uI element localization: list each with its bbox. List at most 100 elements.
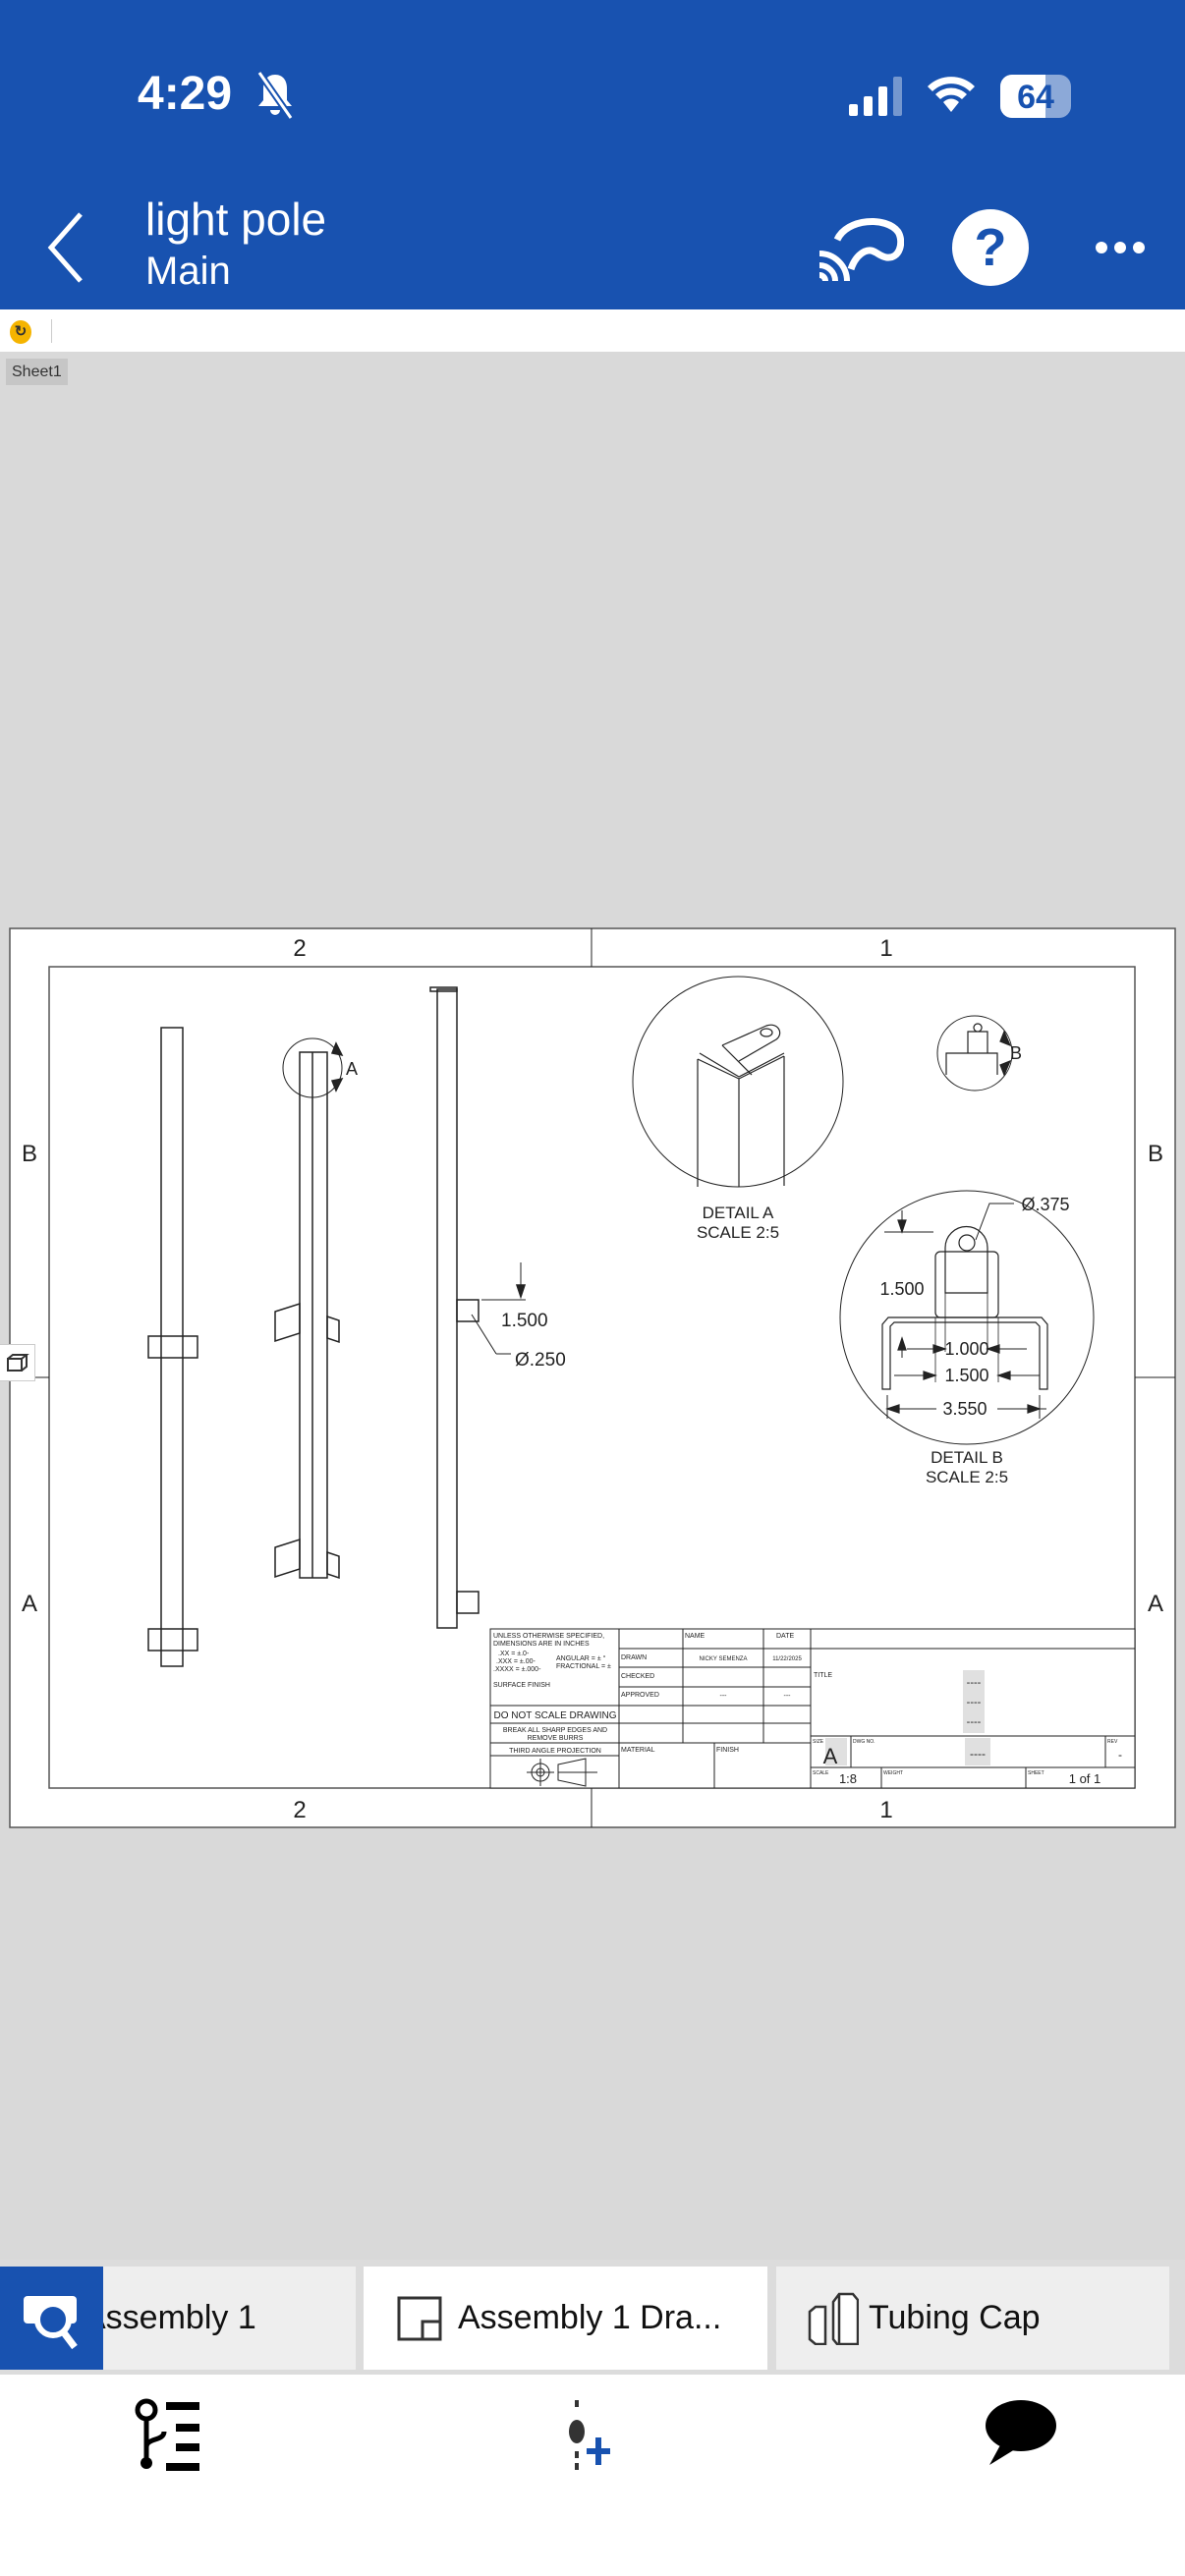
- drawing-sheet[interactable]: 2 1 2 1 B B A A A 1.500 Ø.250 DETAIL A S…: [0, 924, 1185, 1837]
- dimension-b-width3: 3.550: [942, 1399, 987, 1419]
- zone-label: 2: [293, 1797, 306, 1823]
- bottom-navigation: [0, 2375, 1185, 2576]
- document-title: light pole: [145, 194, 327, 245]
- more-options-icon[interactable]: [1095, 236, 1146, 259]
- tab-tubing-cap[interactable]: Tubing Cap: [776, 2267, 1169, 2370]
- detail-a-scale: SCALE 2:5: [697, 1223, 779, 1242]
- drawing-toolbar: ↻: [0, 309, 1185, 352]
- app-header: 4:29 64 light pole Main ?: [0, 0, 1185, 309]
- third-angle-projection-icon: [527, 1758, 597, 1787]
- pole-isometric-view: [274, 1037, 344, 1580]
- tab-label: Assembly 1: [103, 2299, 256, 2336]
- material-label: MATERIAL: [621, 1747, 655, 1754]
- title-line: ----: [967, 1697, 982, 1708]
- drawing-icon: [397, 2296, 442, 2340]
- tab-assembly-1[interactable]: Assembly 1: [103, 2267, 356, 2370]
- dimension-b-hole: Ø.375: [1021, 1195, 1069, 1214]
- tab-assembly-1-drawing[interactable]: Assembly 1 Dra...: [364, 2267, 767, 2370]
- finish-label: FINISH: [716, 1747, 739, 1754]
- title-label: TITLE: [814, 1672, 832, 1679]
- toolbar-divider: [51, 319, 52, 343]
- approved-date: ---: [784, 1693, 792, 1700]
- svg-text:?: ?: [975, 218, 1007, 277]
- search-icon: [24, 2296, 78, 2350]
- revision: -: [1118, 1748, 1122, 1762]
- dimension-b-height: 1.500: [879, 1279, 924, 1299]
- refresh-icon[interactable]: ↻: [10, 320, 31, 344]
- cellular-signal-icon: [849, 77, 902, 116]
- battery-indicator: 64: [1000, 75, 1071, 118]
- detail-b-view: [839, 1190, 1095, 1445]
- detail-callout-a: A: [346, 1059, 358, 1079]
- battery-level: 64: [1017, 79, 1054, 116]
- dimension-offset: 1.500: [501, 1311, 548, 1331]
- no-scale-note: DO NOT SCALE DRAWING: [493, 1710, 616, 1721]
- pole-front-view: [147, 1027, 198, 1667]
- approved-by: ---: [720, 1693, 728, 1700]
- weight-label: WEIGHT: [883, 1770, 903, 1776]
- drawn-by: NICKY SEMENZA: [700, 1656, 748, 1662]
- zone-label: 1: [879, 935, 892, 962]
- branch-name[interactable]: Main: [145, 250, 231, 293]
- size-label: SIZE: [813, 1739, 824, 1745]
- sheet-number: 1 of 1: [1069, 1771, 1101, 1786]
- break-edges-note: REMOVE BURRS: [528, 1735, 584, 1742]
- tolerance-note: DIMENSIONS ARE IN INCHES: [493, 1641, 590, 1648]
- view-cube-button[interactable]: [0, 1344, 35, 1381]
- tolerance-xxxx: .XXXX = ±.000-: [493, 1666, 541, 1673]
- drawn-date: 11/22/2025: [772, 1656, 802, 1662]
- dwg-no: ----: [970, 1747, 986, 1761]
- add-mate-icon[interactable]: [555, 2398, 634, 2477]
- dimension-b-width1: 1.000: [944, 1339, 988, 1359]
- title-line: ----: [967, 1716, 982, 1728]
- sheet-tab[interactable]: Sheet1: [6, 359, 68, 385]
- tab-label: Tubing Cap: [869, 2299, 1041, 2336]
- search-parts-button[interactable]: [0, 2267, 103, 2370]
- dimension-b-width2: 1.500: [944, 1366, 988, 1385]
- silent-bell-icon: [256, 71, 294, 120]
- title-block: [489, 1628, 1136, 1789]
- feature-tree-icon[interactable]: [129, 2398, 207, 2477]
- dimension-hole: Ø.250: [515, 1350, 566, 1371]
- detail-b-scale: SCALE 2:5: [926, 1468, 1008, 1486]
- help-icon[interactable]: ?: [951, 208, 1030, 287]
- comments-icon[interactable]: [980, 2398, 1058, 2477]
- fractional-tolerance: FRACTIONAL = ±: [556, 1663, 611, 1670]
- document-tab-bar: Assembly 1 Assembly 1 Dra... Tubing Cap: [0, 2260, 1185, 2375]
- back-chevron-icon[interactable]: [43, 208, 90, 287]
- surface-finish: SURFACE FINISH: [493, 1682, 550, 1689]
- zone-label: 1: [879, 1797, 892, 1823]
- projection-label: THIRD ANGLE PROJECTION: [509, 1748, 601, 1755]
- name-header: NAME: [685, 1633, 705, 1640]
- zone-label: A: [22, 1591, 37, 1617]
- date-header: DATE: [776, 1633, 794, 1640]
- detail-a-view: [632, 976, 844, 1188]
- tab-label: Assembly 1 Dra...: [458, 2299, 722, 2336]
- zone-label: 2: [293, 935, 306, 962]
- title-line: ----: [967, 1677, 982, 1689]
- dwg-no-label: DWG NO.: [853, 1739, 875, 1745]
- sheet-size: A: [823, 1744, 838, 1768]
- detail-b-label: DETAIL B: [931, 1448, 1003, 1467]
- pole-side-view: [429, 986, 527, 1629]
- cast-to-ar-icon[interactable]: [816, 214, 904, 285]
- drawing-scale: 1:8: [839, 1771, 857, 1786]
- sheet-label: SHEET: [1028, 1770, 1044, 1776]
- approved-label: APPROVED: [621, 1692, 659, 1699]
- zone-label: A: [1148, 1591, 1163, 1617]
- bracket-top-view: [936, 1015, 1013, 1092]
- checked-label: CHECKED: [621, 1673, 654, 1680]
- cube-icon: [7, 1354, 29, 1372]
- wifi-icon: [928, 77, 975, 112]
- scale-label: SCALE: [813, 1770, 829, 1776]
- break-edges-note: BREAK ALL SHARP EDGES AND: [503, 1727, 607, 1734]
- tolerance-note: UNLESS OTHERWISE SPECIFIED,: [493, 1633, 604, 1640]
- drawn-label: DRAWN: [621, 1654, 647, 1661]
- angular-tolerance: ANGULAR = ± °: [556, 1654, 606, 1662]
- zone-label: B: [22, 1141, 37, 1167]
- detail-callout-b: B: [1010, 1043, 1022, 1063]
- zone-label: B: [1148, 1141, 1163, 1167]
- tolerance-xx: .XX = ±.0-: [498, 1651, 530, 1657]
- detail-a-label: DETAIL A: [703, 1204, 774, 1222]
- status-time: 4:29: [138, 68, 233, 120]
